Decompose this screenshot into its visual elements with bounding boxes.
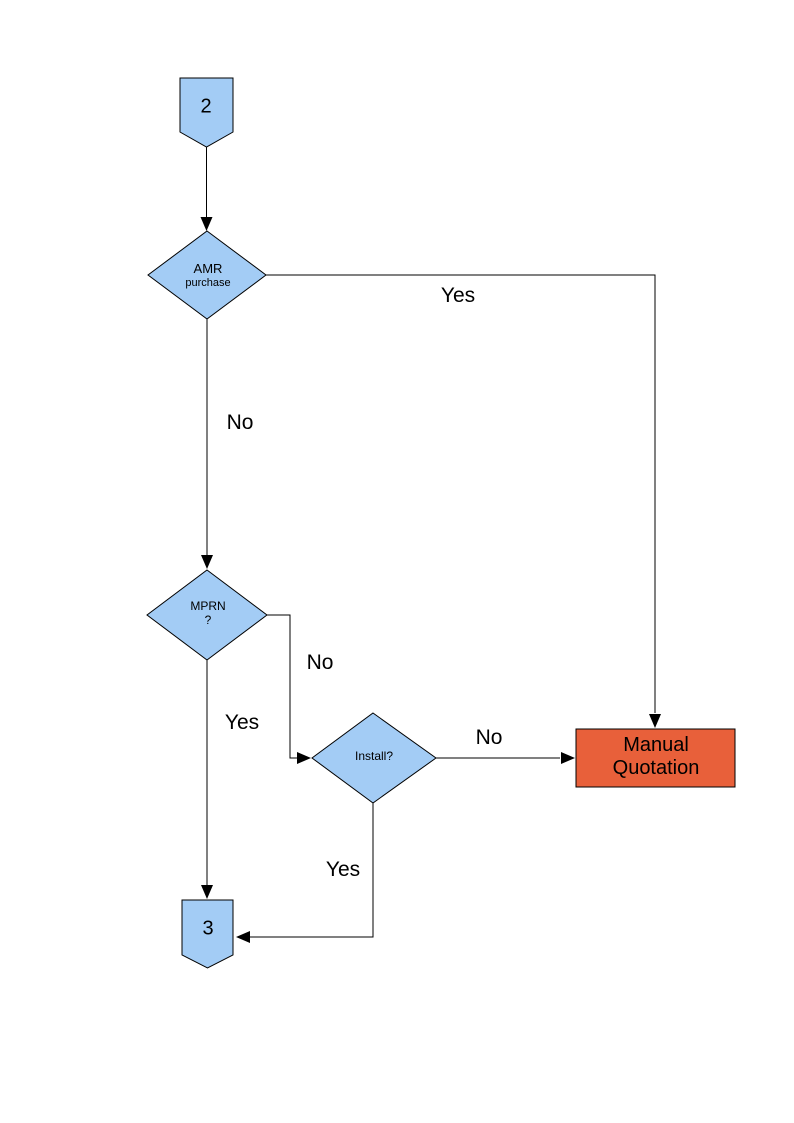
connector-3-shape	[181, 899, 234, 969]
edge-label-install-yes: Yes	[325, 857, 361, 881]
arrowhead-into-connector3-right	[236, 931, 250, 943]
edge-label-mprn-yes: Yes	[224, 710, 260, 734]
edge-label-amr-yes: Yes	[440, 283, 476, 307]
mprn-decision-label-line1: MPRN	[190, 599, 226, 614]
connector-3-label: 3	[202, 917, 214, 940]
arrowhead-into-manual-top	[649, 714, 661, 728]
arrowhead-into-connector3-top	[201, 885, 213, 899]
manual-quotation-label-line1: Manual	[623, 734, 689, 756]
edge-label-amr-no: No	[226, 410, 254, 434]
mprn-decision-label-line2: ?	[204, 613, 212, 627]
arrowhead-into-mprn	[201, 555, 213, 569]
mprn-decision-label: MPRN ?	[190, 599, 226, 628]
edge-amr-yes-line	[266, 274, 656, 713]
edge-install-yes-line	[250, 803, 374, 938]
amr-decision-shape	[147, 230, 267, 320]
install-decision-shape	[311, 712, 437, 804]
amr-decision-label-line1: AMR	[193, 261, 223, 277]
arrowhead-into-amr	[200, 217, 213, 231]
mprn-decision-shape	[146, 569, 268, 661]
connector-2-label: 2	[200, 95, 212, 118]
edge-label-mprn-no: No	[306, 650, 334, 674]
install-decision-label: Install?	[354, 749, 394, 764]
manual-quotation-label-line2: Quotation	[612, 757, 700, 779]
manual-quotation-shape	[575, 728, 736, 788]
arrowhead-into-manual-left	[561, 752, 575, 764]
manual-quotation-label: Manual Quotation	[613, 734, 700, 780]
connector-2-shape	[179, 77, 234, 148]
edge-label-install-no: No	[475, 725, 503, 749]
edge-mprn-no-line	[267, 614, 297, 759]
amr-decision-label-line2: purchase	[185, 277, 231, 290]
amr-decision-label: AMR purchase	[185, 261, 231, 290]
arrowhead-into-install	[297, 752, 311, 764]
